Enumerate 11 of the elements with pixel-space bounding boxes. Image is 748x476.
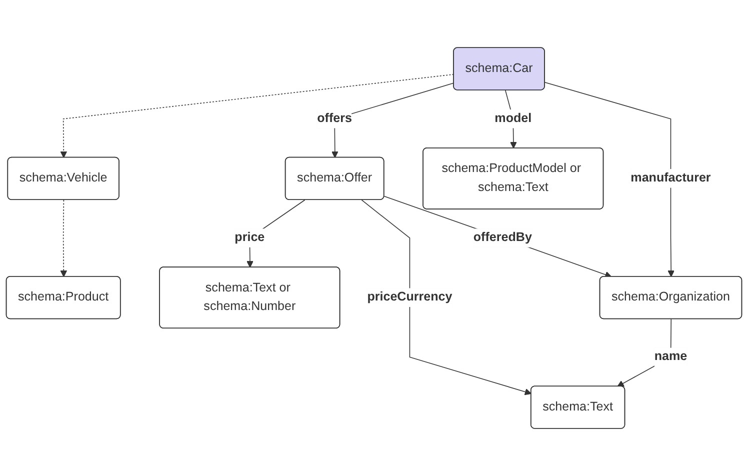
edge-label: priceCurrency [367,290,452,304]
arrow [361,200,532,396]
arrow [384,196,612,278]
arrow [60,200,68,278]
edge-label: offeredBy [473,230,532,244]
edge-label: price [234,230,265,244]
edge-label: name [654,350,688,364]
edge-label: model [494,112,532,126]
edge-label: manufacturer [630,171,711,185]
arrow [544,82,675,278]
edge-label: offers [317,112,352,126]
